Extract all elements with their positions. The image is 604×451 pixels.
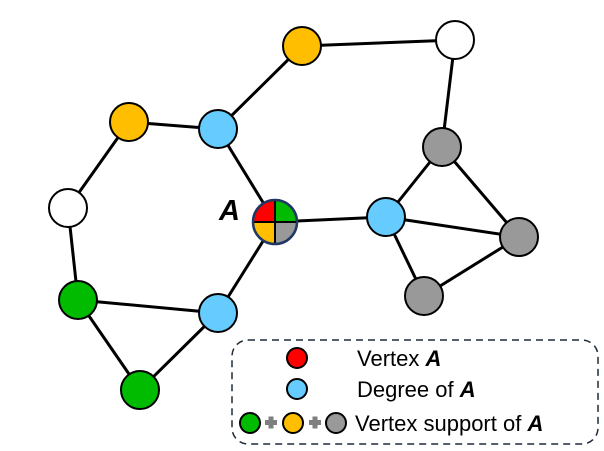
legend-degree-label: Degree of A <box>357 377 476 402</box>
vertex-right-gray-bottom <box>404 276 444 316</box>
vertex-top-yellow <box>282 26 322 66</box>
legend-vertex-label: Vertex A <box>357 346 441 371</box>
legend-support-label: Vertex support of A <box>355 411 543 436</box>
legend-vertex-marker <box>286 347 308 369</box>
vertex-right-gray-top <box>422 127 462 167</box>
legend-support-var: A <box>526 411 543 436</box>
legend-vertex-var: A <box>424 346 441 371</box>
legend-support-marker-gray <box>325 412 347 434</box>
center-vertex-a <box>251 198 299 246</box>
vertex-upper-left-yellow <box>109 102 149 142</box>
vertex-right-blue <box>366 197 406 237</box>
vertex-left-green <box>58 280 98 320</box>
vertex-bottom-green <box>120 370 160 410</box>
vertex-upper-blue <box>198 109 238 149</box>
legend-support-marker-green <box>239 412 261 434</box>
nodes-layer <box>48 20 539 410</box>
legend-degree-marker <box>286 378 308 400</box>
plus-icon <box>309 416 321 429</box>
vertex-right-gray-right <box>499 217 539 257</box>
legend-degree-var: A <box>459 377 476 402</box>
center-vertex-label: A <box>218 195 240 227</box>
legend-vertex-prefix: Vertex <box>357 346 425 371</box>
vertex-left-white <box>48 188 88 228</box>
edge-right-blue-right-gray-right <box>384 215 521 239</box>
legend-support-marker-yellow <box>282 412 304 434</box>
legend-support-prefix: Vertex support of <box>355 411 527 436</box>
edge-left-green-lower-blue <box>76 298 220 315</box>
edge-top-yellow-top-white <box>300 38 457 48</box>
plus-icon <box>265 416 277 429</box>
center-vertex-border <box>251 198 299 246</box>
vertex-top-white <box>435 20 475 60</box>
legend: Vertex A Degree of A Vertex support of A <box>231 339 599 445</box>
legend-degree-prefix: Degree of <box>357 377 460 402</box>
vertex-lower-blue <box>198 293 238 333</box>
